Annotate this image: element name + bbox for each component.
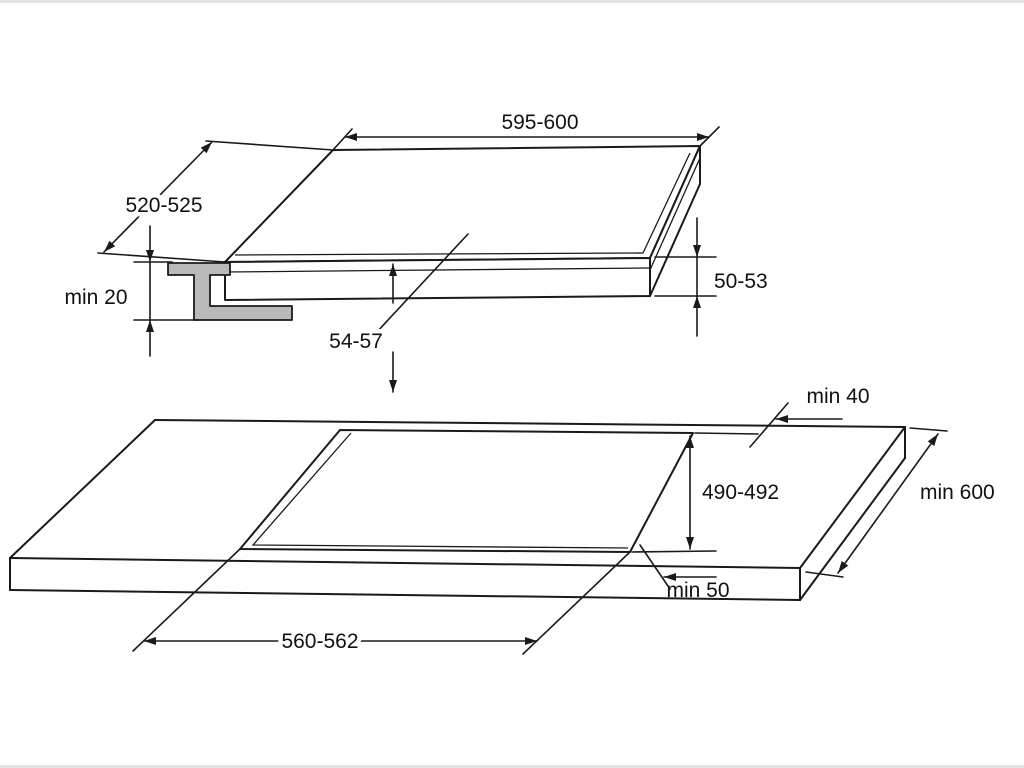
worktop-left-edge [9,419,156,559]
dim-mounting-clearance: min 20 [64,225,199,357]
worktop-back-edge [154,419,906,428]
cooktop-width-label: 595-600 [501,111,578,134]
dim-cutout-width: 560-562 [132,548,631,658]
worktop-right-edge [799,426,906,569]
dim-worktop-depth: min 600 [805,427,999,578]
worktop-cutout-lip [251,432,629,549]
dim-cooktop-width: 595-600 [332,111,720,151]
bottom-border [0,765,1024,768]
worktop-right-bottom-edge [799,457,906,601]
cooktop-top-face [224,145,701,263]
cooktop-drawing [167,145,701,321]
cooktop-depth-label: 520-525 [125,194,202,217]
dim-cutout-depth: 490-492 [631,432,784,553]
cooktop-front-face [224,257,651,301]
cooktop-side-height-label: 50-53 [714,270,768,293]
cutout-width-label: 560-562 [281,630,358,653]
worktop-front-bottom-edge [9,589,801,601]
cutout-depth-label: 490-492 [702,481,779,504]
dim-cooktop-depth: 520-525 [97,140,334,263]
worktop-depth-label: min 600 [920,481,995,504]
cooktop-glass-bevel [234,152,691,256]
worktop-drawing [9,419,906,601]
cooktop-front-height-label: 54-57 [329,330,383,353]
worktop-front-edge [9,557,801,569]
cooktop-right-face [649,145,701,297]
back-clearance-label: min 40 [806,385,869,408]
cooktop-front-glass-line [224,267,651,273]
mounting-bracket [167,262,293,321]
dim-cooktop-front-height: 54-57 [325,233,469,393]
worktop-cutout [239,429,694,553]
front-clearance-label: min 50 [666,579,729,602]
dim-cooktop-side-height: 50-53 [654,217,768,337]
mounting-clearance-label: min 20 [64,286,127,309]
top-border [0,0,1024,3]
dim-front-clearance: min 50 [639,544,730,602]
dim-back-clearance: min 40 [749,385,870,448]
cooktop-right-glass-line [649,157,701,271]
